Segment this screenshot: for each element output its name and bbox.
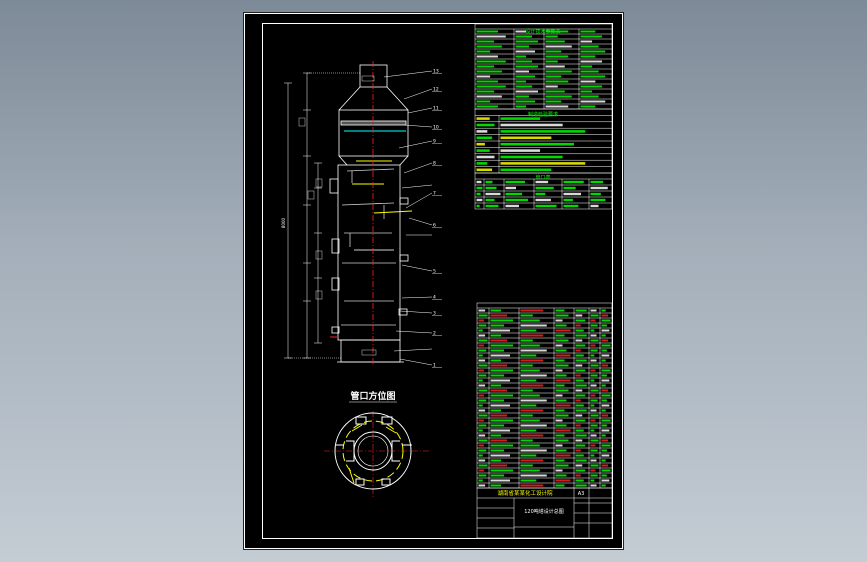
spec-table-header: 设计技术参数表	[525, 28, 560, 35]
elevation-dimension: 8000	[281, 217, 286, 228]
drawing-title: 120吨塔设计总图	[524, 508, 564, 515]
part-number-label: 3	[433, 311, 436, 317]
part-number-label: 6	[433, 223, 436, 229]
part-number-label: 13	[433, 69, 439, 75]
part-number-label: 9	[433, 139, 436, 145]
drawing-sheet[interactable]: 8000	[244, 13, 623, 549]
title-block	[476, 487, 613, 539]
nozzle-orientation-view	[324, 411, 429, 498]
nozzle-table	[474, 172, 613, 210]
nozzle-orientation-title: 管口方位图	[350, 390, 395, 402]
process-table	[474, 108, 613, 174]
parts-list-table	[476, 302, 613, 489]
process-table-header: 制造检验要求	[528, 111, 558, 118]
part-number-label: 1	[433, 363, 436, 369]
part-number-label: 5	[433, 269, 436, 275]
part-number-label: 8	[433, 161, 436, 167]
part-number-label: 10	[433, 125, 439, 131]
cad-drawing: 8000	[244, 13, 623, 549]
part-number-label: 4	[433, 295, 436, 301]
part-number-label: 7	[433, 191, 436, 197]
part-number-label: 11	[433, 106, 439, 112]
tray-highlights	[344, 130, 413, 251]
part-number-labels: 13 12 11 10 9 8 7 6 5 4 3 2 1	[432, 69, 442, 369]
factory-name: 湖南省某某化工设计院	[497, 489, 553, 497]
outer-border	[244, 13, 623, 549]
part-number-label: 12	[433, 87, 439, 93]
dimension-lines	[284, 72, 360, 359]
spec-table	[474, 23, 613, 110]
inner-border	[262, 23, 613, 539]
part-leaders	[383, 70, 433, 366]
column-elevation	[329, 64, 409, 363]
sheet-size: A3	[578, 491, 585, 497]
part-number-label: 2	[433, 331, 436, 337]
nozzle-table-header: 管口表	[535, 174, 550, 181]
